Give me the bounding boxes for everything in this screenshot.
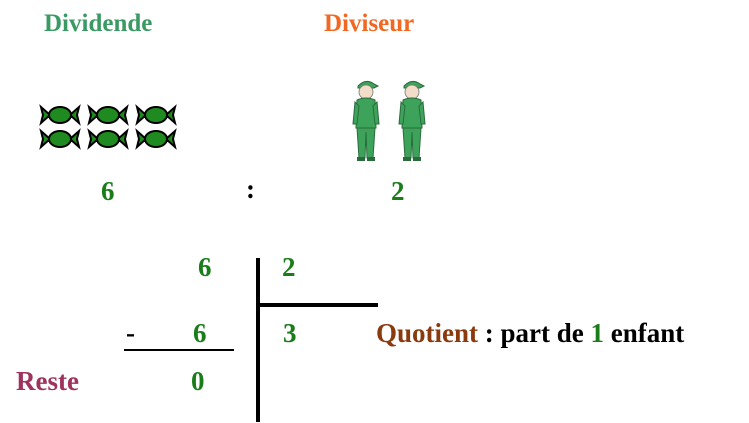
- candy-icon: [135, 104, 177, 126]
- children-group: [352, 80, 426, 161]
- candies-group: [39, 104, 177, 150]
- division-vertical-bar: [256, 258, 260, 422]
- candy-icon: [87, 104, 129, 126]
- reste-label: Reste: [16, 366, 79, 396]
- diviseur-label: Diviseur: [324, 10, 415, 37]
- quotient-caption-suffix: enfant: [604, 318, 685, 348]
- subtracted-value: 6: [193, 318, 207, 348]
- quotient-caption-text: : part de: [478, 318, 591, 348]
- dividende-label: Dividende: [44, 10, 153, 37]
- remainder-value: 0: [191, 366, 205, 396]
- division-horizontal-bar: [256, 303, 378, 307]
- divisor-value: 2: [391, 176, 405, 206]
- quotient-word: Quotient: [376, 318, 479, 348]
- candy-icon: [87, 128, 129, 150]
- candy-icon: [39, 128, 81, 150]
- subtraction-line: [124, 349, 234, 351]
- quotient-caption: Quotient : part de 1 enfant: [376, 318, 684, 349]
- child-icon: [398, 80, 426, 161]
- child-icon: [352, 80, 380, 161]
- quotient-caption-number: 1: [590, 318, 605, 348]
- division-dividend: 6: [198, 252, 212, 282]
- quotient-value: 3: [283, 318, 297, 348]
- division-operator: :: [246, 174, 255, 204]
- division-divisor: 2: [282, 252, 296, 282]
- minus-sign: -: [126, 318, 135, 348]
- candy-icon: [135, 128, 177, 150]
- candy-icon: [39, 104, 81, 126]
- dividend-value: 6: [101, 176, 115, 206]
